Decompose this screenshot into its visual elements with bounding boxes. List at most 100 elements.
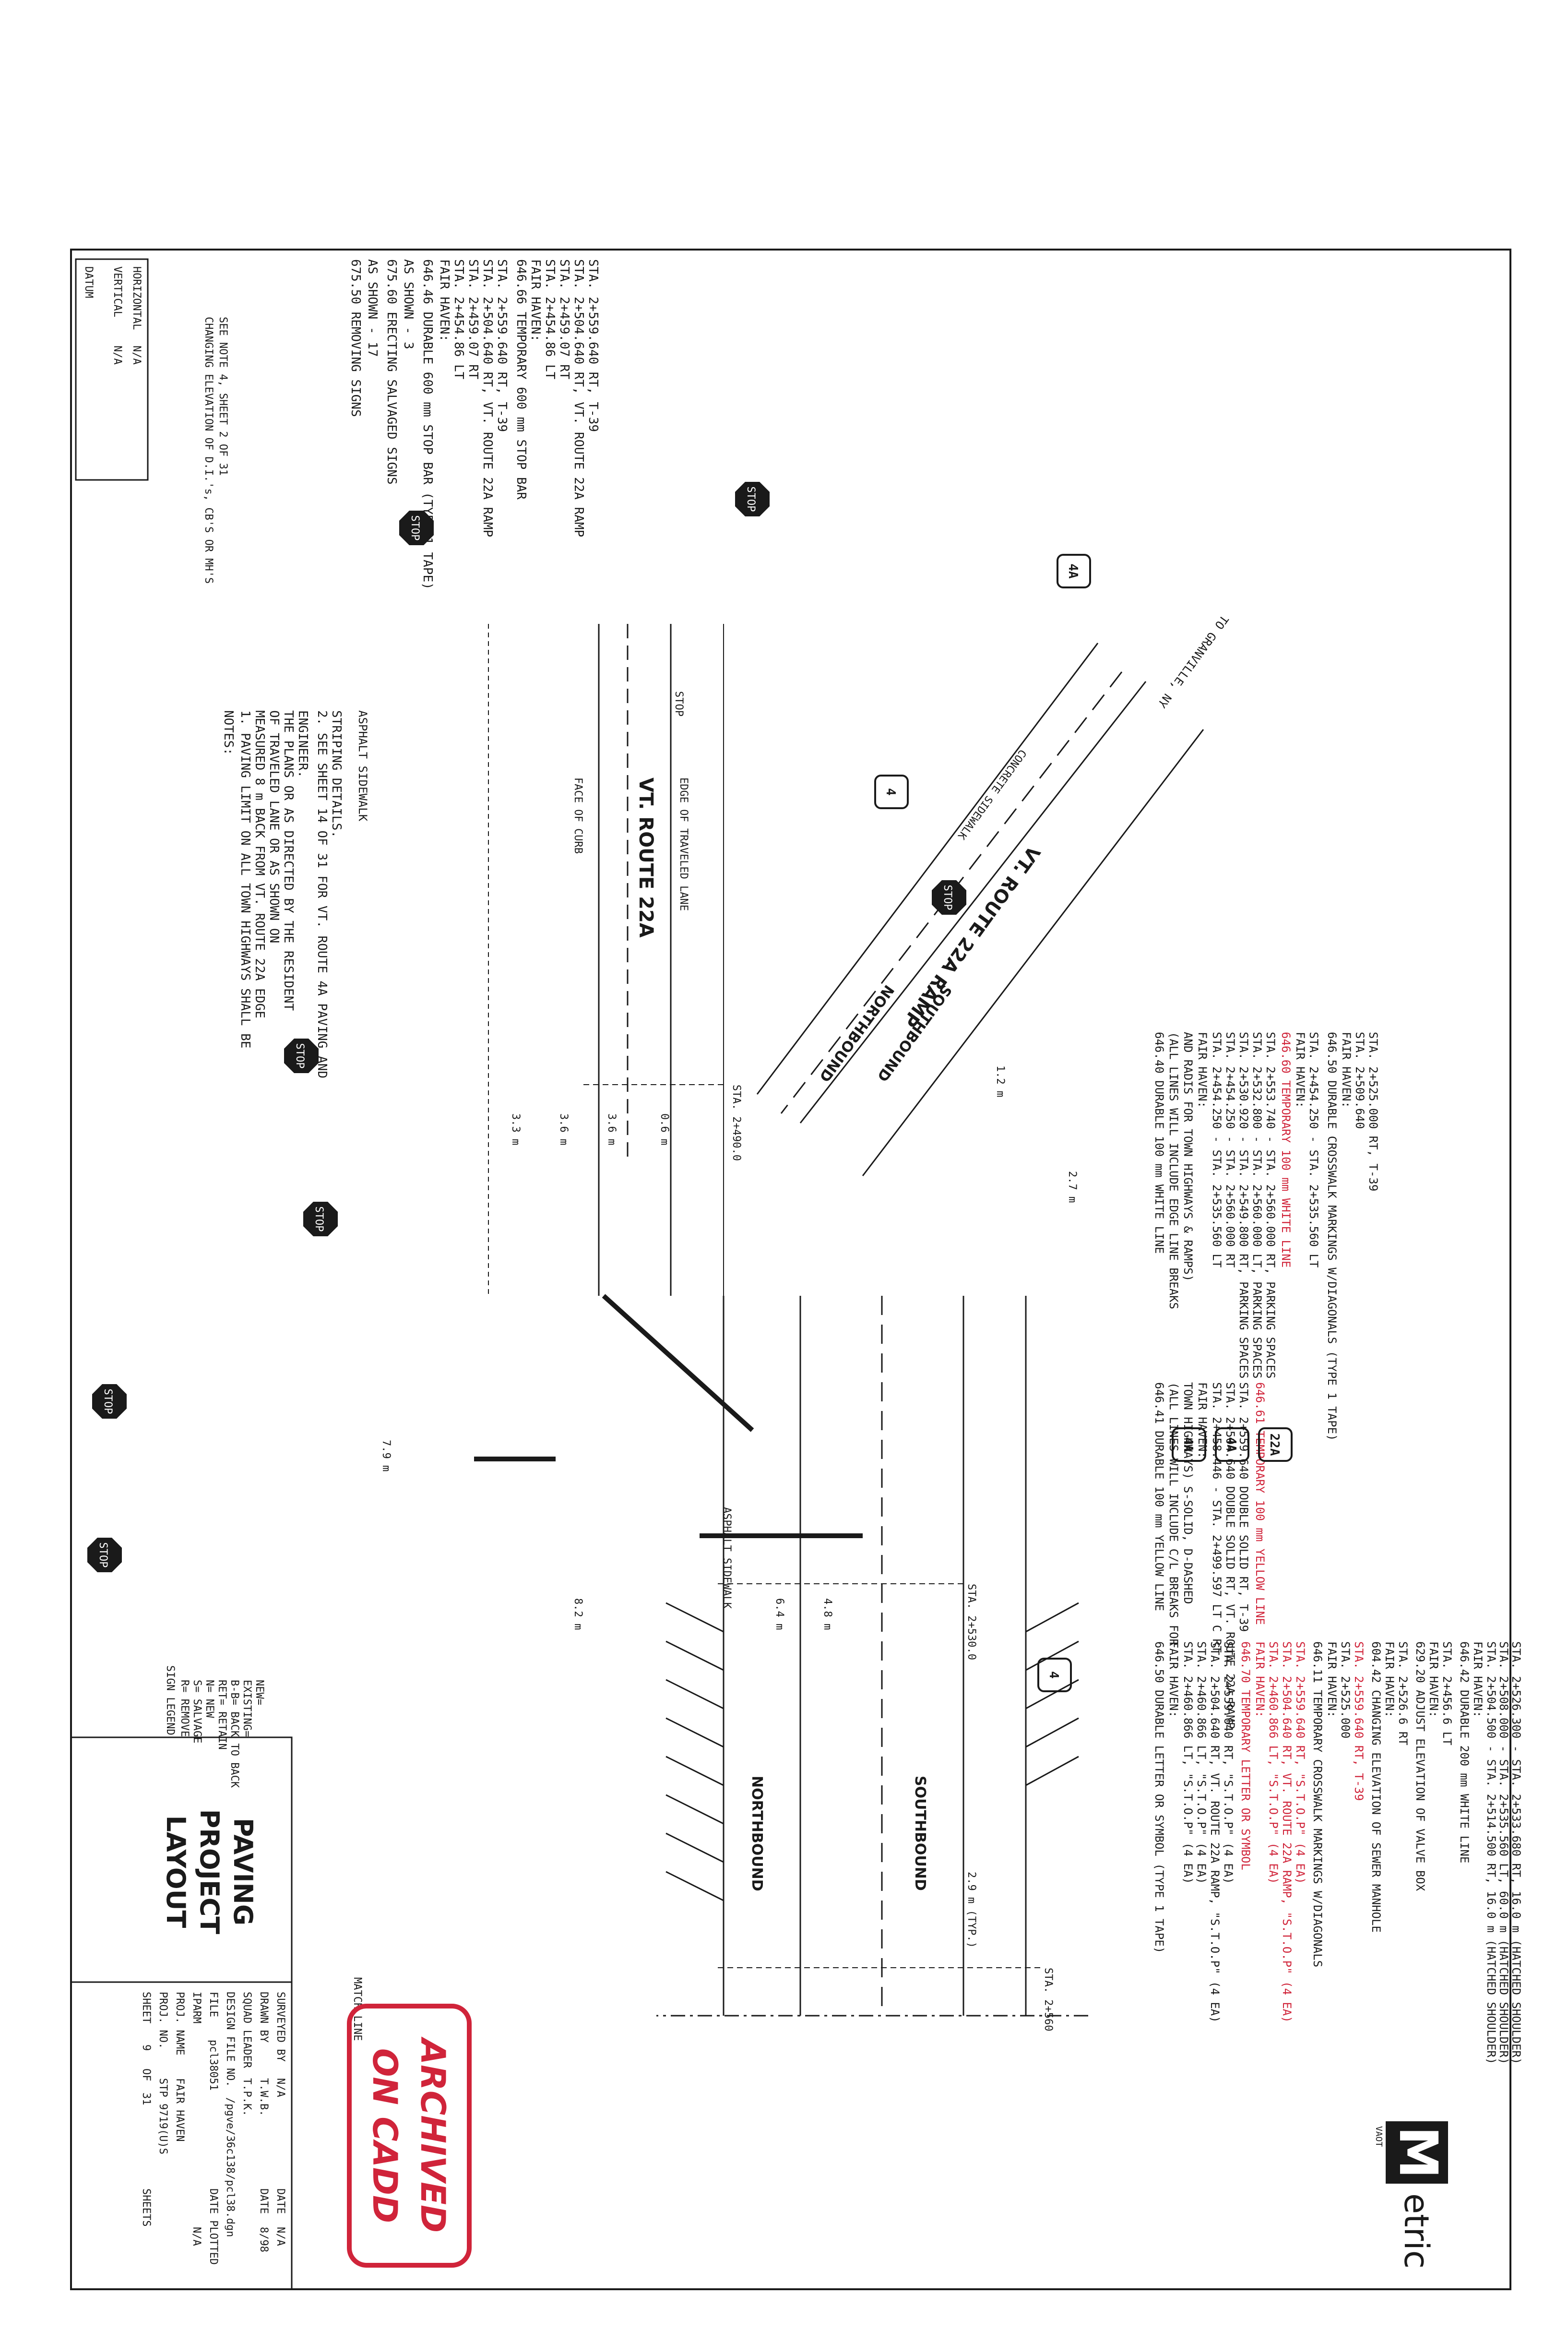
route-sign-4: 4 <box>1037 1658 1072 1692</box>
route-sign-4a: 4A <box>1172 1427 1206 1462</box>
qty-mid: FAIR HAVEN: <box>1340 1032 1353 1108</box>
qty-right: 604.42 CHANGING ELEVATION OF SEWER MANHO… <box>1369 1641 1383 1933</box>
qty-mid: STA. 2+525.000 RT, T-39 <box>1366 1032 1380 1191</box>
svg-text:4: 4 <box>1046 1671 1061 1679</box>
tb-date2-value: 8/98 <box>258 2227 270 2252</box>
svg-text:STOP: STOP <box>97 1542 109 1568</box>
qty-right: 646.42 DURABLE 200 mm WHITE LINE <box>1458 1641 1471 1863</box>
datum-vertical-label: VERTICAL <box>111 266 123 317</box>
dim: 4.8 m <box>821 1598 833 1630</box>
route-22a-label: VT. ROUTE 22A <box>635 777 657 938</box>
qty-right: 646.50 DURABLE LETTER OR SYMBOL (TYPE 1 … <box>1152 1641 1166 1953</box>
stamp-line2: ON CADD <box>365 2048 404 2223</box>
tb-proj-no: PROJ. NO. <box>157 1992 169 2049</box>
qty-right: FAIR HAVEN: <box>1167 1641 1180 1718</box>
stop-sign: STOP <box>399 511 434 545</box>
qty-mid: STA. 2+509.640 <box>1353 1032 1366 1129</box>
datum-horizontal-label: HORIZONTAL <box>131 266 143 330</box>
svg-text:4A: 4A <box>1066 563 1080 579</box>
tb-drawn-by: DRAWN BY <box>258 1992 270 2043</box>
qty-mid: 646.40 DURABLE 100 mm WHITE LINE <box>1152 1032 1166 1254</box>
tb-of-value: 31 <box>140 2092 152 2105</box>
stop-sign: STOP <box>92 1384 127 1419</box>
tb-of: OF <box>140 2068 152 2081</box>
vaot-logo: M etric VAOT <box>1374 2121 1449 2269</box>
quantity-notes-right: 646.50 DURABLE LETTER OR SYMBOL (TYPE 1 … <box>1152 1641 1523 2064</box>
qty-right: STA. 2+525.000 <box>1339 1641 1352 1738</box>
stop-sign: STOP <box>284 1039 319 1073</box>
qty-mid: 646.41 DURABLE 100 mm YELLOW LINE <box>1152 1382 1166 1611</box>
svg-text:STOP: STOP <box>409 515 421 541</box>
qty-line: 675.60 ERECTING SALVAGED SIGNS <box>384 259 399 485</box>
sign-legend-item: S= SALVAGE <box>191 1680 203 1743</box>
tb-sheet-value: 9 <box>140 2044 152 2051</box>
qty-right: STA. 2+526.300 - STA. 2+533.680 RT, 16.0… <box>1509 1641 1523 2064</box>
route-sign-4a: 4A <box>1215 1427 1249 1462</box>
tb-surveyed-by: SURVEYED BY <box>274 1992 286 2062</box>
sign-legend-item: RET= RETAIN <box>216 1680 228 1750</box>
qty-line: STA. 2+504.640 RT, VT. ROUTE 22A RAMP <box>571 259 586 537</box>
qty-mid: STA. 2+504.640 DOUBLE SOLID RT, VT. ROUT… <box>1224 1382 1237 1729</box>
dim: 3.6 m <box>558 1113 570 1145</box>
sta-530-label: STA. 2+530.0 <box>965 1584 977 1660</box>
quantity-notes-mid: 646.40 DURABLE 100 mm WHITE LINE (ALL LI… <box>1152 1032 1380 1729</box>
qty-line: 646.66 TEMPORARY 600 mm STOP BAR <box>514 259 528 500</box>
qty-mid: FAIR HAVEN: <box>1196 1382 1209 1458</box>
qty-line: STA. 2+459.07 RT <box>557 259 571 380</box>
sta-560-label: STA. 2+560 <box>1042 1968 1054 2031</box>
svg-text:M: M <box>1388 2126 1449 2178</box>
qty-right: FAIR HAVEN: <box>1427 1641 1440 1718</box>
dim: 1.2 m <box>994 1065 1006 1097</box>
stop-sign: STOP <box>303 1202 338 1236</box>
dim: 6.4 m <box>773 1598 785 1630</box>
qty-right: STA. 2+504.640 RT, VT. ROUTE 22A RAMP, "… <box>1280 1641 1294 2023</box>
archived-stamp: ARCHIVED ON CADD <box>347 2004 472 2268</box>
stop-sign: STOP <box>735 482 770 516</box>
datum-vertical-value: N/A <box>111 346 123 365</box>
dim: 8.2 m <box>572 1598 584 1630</box>
notes-block: NOTES: 1. PAVING LIMIT ON ALL TOWN HIGHW… <box>221 710 344 1078</box>
svg-text:4: 4 <box>883 788 898 796</box>
qty-line: STA. 2+454.86 LT <box>543 259 557 380</box>
dim: 3.3 m <box>510 1113 522 1145</box>
tb-iparm: IPARM <box>190 1992 202 2023</box>
title-line: LAYOUT <box>161 1816 191 1928</box>
southbound-label-2: SOUTHBOUND <box>912 1776 928 1891</box>
qty-right: STA. 2+504.500 - STA. 2+514.500 RT, 16.0… <box>1485 1641 1498 2064</box>
vt-route-22a-ramp <box>756 643 1204 1176</box>
sign-legend-item: B-B= BACK TO BACK <box>228 1680 240 1788</box>
tb-date-plotted: DATE PLOTTED <box>207 2188 219 2265</box>
qty-mid: STA. 2+454.250 - STA. 2+535.560 LT <box>1210 1032 1224 1267</box>
tb-proj-name: PROJ. NAME <box>174 1992 186 2055</box>
qty-right: STA. 2+460.866 LT, "S.T.O.P" (4 EA) <box>1267 1641 1280 1884</box>
station-lines <box>580 1084 1040 1968</box>
qty-mid: 646.61 TEMPORARY 100 mm YELLOW LINE <box>1253 1382 1267 1625</box>
route-sign-4a: 4A <box>1057 554 1091 588</box>
qty-mid: TOWN HIGHWAYS) S-SOLID, D-DASHED <box>1181 1382 1195 1604</box>
dim: 2.9 m (TYP.) <box>965 1872 977 1948</box>
stop-sign: STOP <box>932 880 966 915</box>
vt-route-22a-road <box>488 624 724 1296</box>
qty-right: STA. 2+504.640 RT, VT. ROUTE 22A RAMP, "… <box>1208 1641 1222 2023</box>
qty-mid: FAIR HAVEN: <box>1196 1032 1209 1108</box>
sign-legend-title: SIGN LEGEND <box>164 1665 176 1735</box>
tb-file-value: pcl38051 <box>207 2040 219 2091</box>
qty-mid: STA. 2+530.920 - STA. 2+549.800 RT, PARK… <box>1237 1032 1250 1378</box>
tb-design-file-value: /pgve/36c138/pcl38.dgn <box>224 2097 236 2237</box>
sheet-border <box>70 249 1511 2290</box>
sta-490-label: STA. 2+490.0 <box>730 1085 742 1161</box>
qty-right: STA. 2+559.640 RT, "S.T.O.P" (4 EA) <box>1222 1641 1235 1884</box>
title-line: PAVING <box>228 1818 258 1925</box>
qty-line: FAIR HAVEN: <box>528 259 543 342</box>
tb-file: FILE <box>207 1992 219 2017</box>
title-block: PAVING PROJECT LAYOUT SURVEYED BY N/A DA… <box>70 1736 293 2290</box>
qty-mid: STA. 2+454.250 - STA. 2+535.560 LT <box>1307 1032 1320 1267</box>
tb-sheets: SHEETS <box>140 2188 152 2226</box>
qty-mid: AND RADIS FOR TOWN HIGHWAYS & RAMPS) <box>1181 1032 1195 1281</box>
qty-right: FAIR HAVEN: <box>1383 1641 1396 1718</box>
dimension-labels: 3.6 m 3.6 m 3.3 m 0.6 m 1.2 m 2.7 m 8.2 … <box>380 1065 1078 1948</box>
tb-iparm-value: N/A <box>190 2227 202 2246</box>
dim: 2.7 m <box>1066 1171 1078 1203</box>
sign-legend-item: R= REMOVE <box>178 1680 190 1737</box>
